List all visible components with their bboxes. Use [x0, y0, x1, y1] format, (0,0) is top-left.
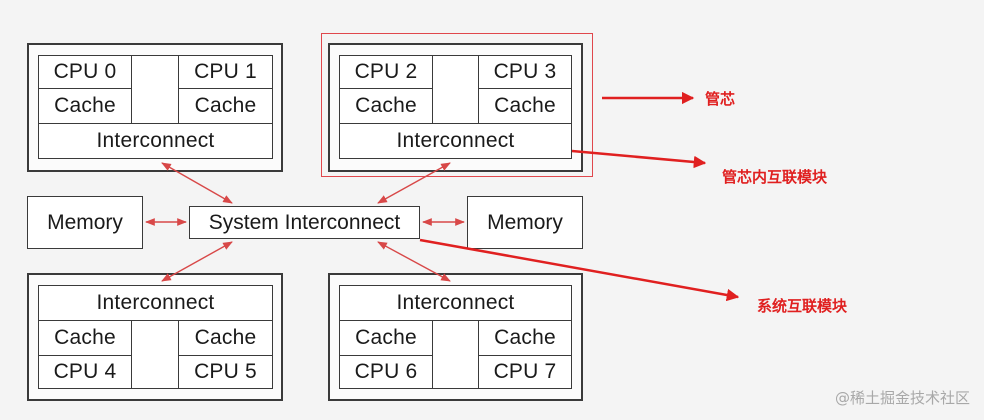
cache-2-box: Cache: [339, 88, 433, 124]
annotation-arrow-system: [419, 238, 740, 302]
die-3-interconnect: Interconnect: [339, 285, 572, 321]
cache-3-box: Cache: [478, 88, 572, 124]
cpu-5-box: CPU 5: [178, 355, 273, 389]
cache-5-box: Cache: [178, 320, 273, 356]
cpu-7-box: CPU 7: [478, 355, 572, 389]
memory-left: Memory: [27, 196, 143, 249]
cache-4-box: Cache: [38, 320, 132, 356]
die-1-interconnect: Interconnect: [339, 123, 572, 159]
die-2-interconnect: Interconnect: [38, 285, 273, 321]
cpu-6-box: CPU 6: [339, 355, 433, 389]
link-die1-sys: [377, 162, 451, 204]
link-die3-sys: [377, 241, 451, 282]
watermark: @稀土掘金技术社区: [834, 389, 970, 407]
annotation-arrow-on-die: [571, 149, 707, 169]
annotation-system-interconnect: 系统互联模块: [757, 297, 848, 315]
cache-6-box: Cache: [339, 320, 433, 356]
memory-right: Memory: [467, 196, 583, 249]
die-1-highlight: [321, 33, 593, 177]
cpu-1-box: CPU 1: [178, 55, 273, 89]
link-die2-sys: [161, 241, 233, 282]
annotation-on-die-interconnect: 管芯内互联模块: [722, 168, 828, 186]
annotation-die: 管芯: [705, 90, 736, 108]
die-0-interconnect: Interconnect: [38, 123, 273, 159]
cpu-3-box: CPU 3: [478, 55, 572, 89]
link-die0-sys: [161, 162, 233, 204]
cpu-2-box: CPU 2: [339, 55, 433, 89]
system-interconnect: System Interconnect: [189, 206, 420, 239]
cpu-4-box: CPU 4: [38, 355, 132, 389]
